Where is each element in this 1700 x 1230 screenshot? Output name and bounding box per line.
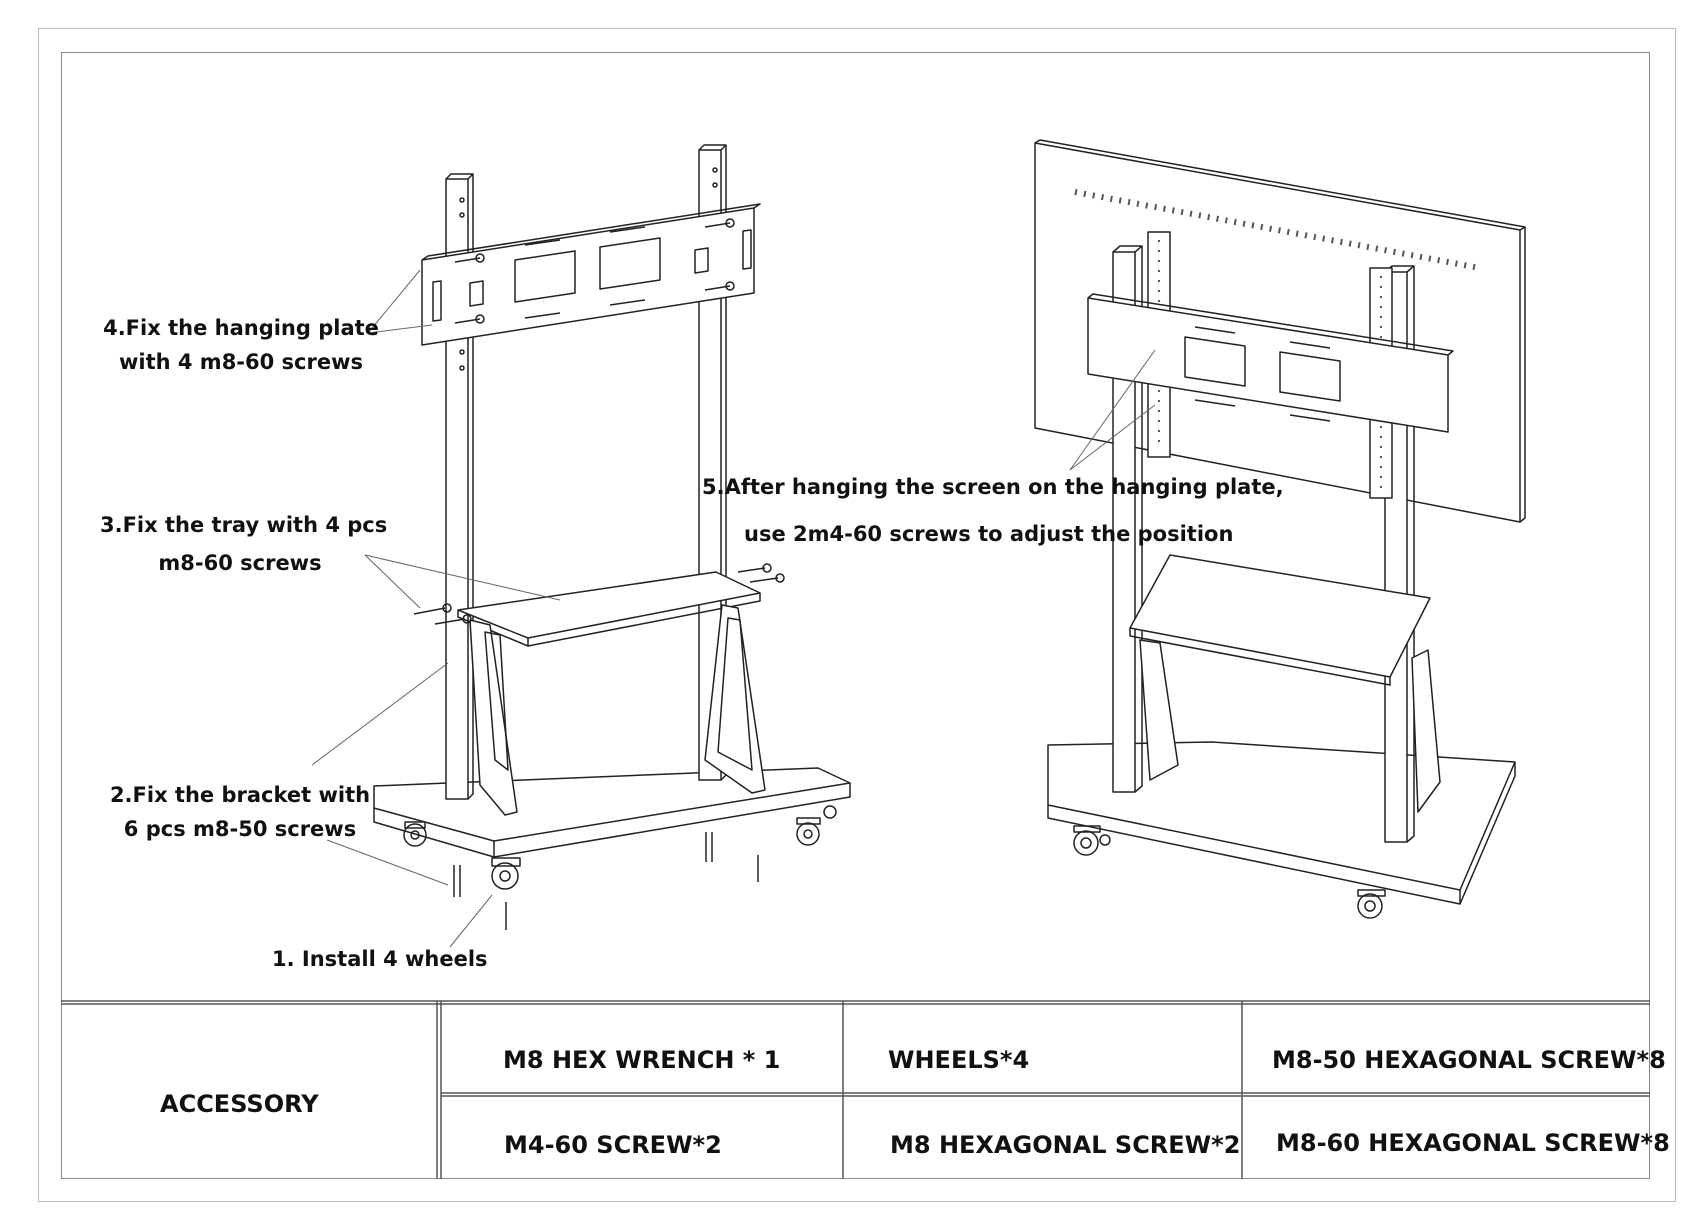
left-tray-screws	[413, 563, 785, 625]
accessory-item-m8-hex-screw: M8 HEXAGONAL SCREW*2	[890, 1131, 1241, 1159]
left-hanging-plate	[421, 203, 761, 346]
accessory-header: ACCESSORY	[160, 1090, 319, 1118]
step-3-label: 3.Fix the tray with 4 pcs m8-60 screws	[100, 513, 388, 575]
accessory-item-hex-wrench: M8 HEX WRENCH * 1	[503, 1046, 781, 1074]
step-3-line-1: 3.Fix the tray with 4 pcs	[100, 513, 388, 537]
step-5-line-2: use 2m4-60 screws to adjust the position	[744, 522, 1234, 546]
left-leader-lines	[311, 269, 561, 948]
accessory-item-m4-60-screw: M4-60 SCREW*2	[504, 1131, 722, 1159]
right-stand-illustration	[1034, 139, 1526, 919]
left-stand-illustration	[311, 144, 851, 948]
accessory-table-grid	[61, 1000, 1650, 1179]
step-5-line-1: 5.After hanging the screen on the hangin…	[702, 475, 1284, 499]
left-base-screws	[453, 832, 759, 930]
step-4-label: 4.Fix the hanging plate with 4 m8-60 scr…	[96, 318, 386, 373]
left-tray	[457, 571, 761, 647]
right-wheels	[1073, 825, 1386, 919]
accessory-item-wheels: WHEELS*4	[888, 1046, 1030, 1074]
accessory-item-m8-50-screw: M8-50 HEXAGONAL SCREW*8	[1272, 1046, 1666, 1074]
accessory-item-m8-60-screw: M8-60 HEXAGONAL SCREW*8	[1276, 1129, 1670, 1157]
step-2-label: 2.Fix the bracket with 6 pcs m8-50 screw…	[105, 785, 375, 840]
step-3-line-2: m8-60 screws	[158, 551, 322, 575]
left-side-brackets	[469, 604, 766, 816]
right-leader-lines	[1069, 349, 1156, 471]
right-tray	[1129, 554, 1431, 686]
right-side-brackets	[1139, 639, 1441, 813]
left-wheels	[403, 805, 837, 890]
step-4-line-2: with 4 m8-60 screws	[118, 350, 363, 374]
right-hanging-plate	[1087, 293, 1454, 433]
step-2-line-1: 2.Fix the bracket with	[109, 783, 371, 807]
left-plate-screws	[454, 218, 735, 324]
outer-frame	[38, 28, 1676, 1202]
step-1-label: 1. Install 4 wheels	[272, 947, 488, 971]
step-4-line-1: 4.Fix the hanging plate	[103, 316, 379, 340]
step-2-line-2: 6 pcs m8-50 screws	[123, 817, 357, 841]
inner-frame	[61, 52, 1650, 1179]
